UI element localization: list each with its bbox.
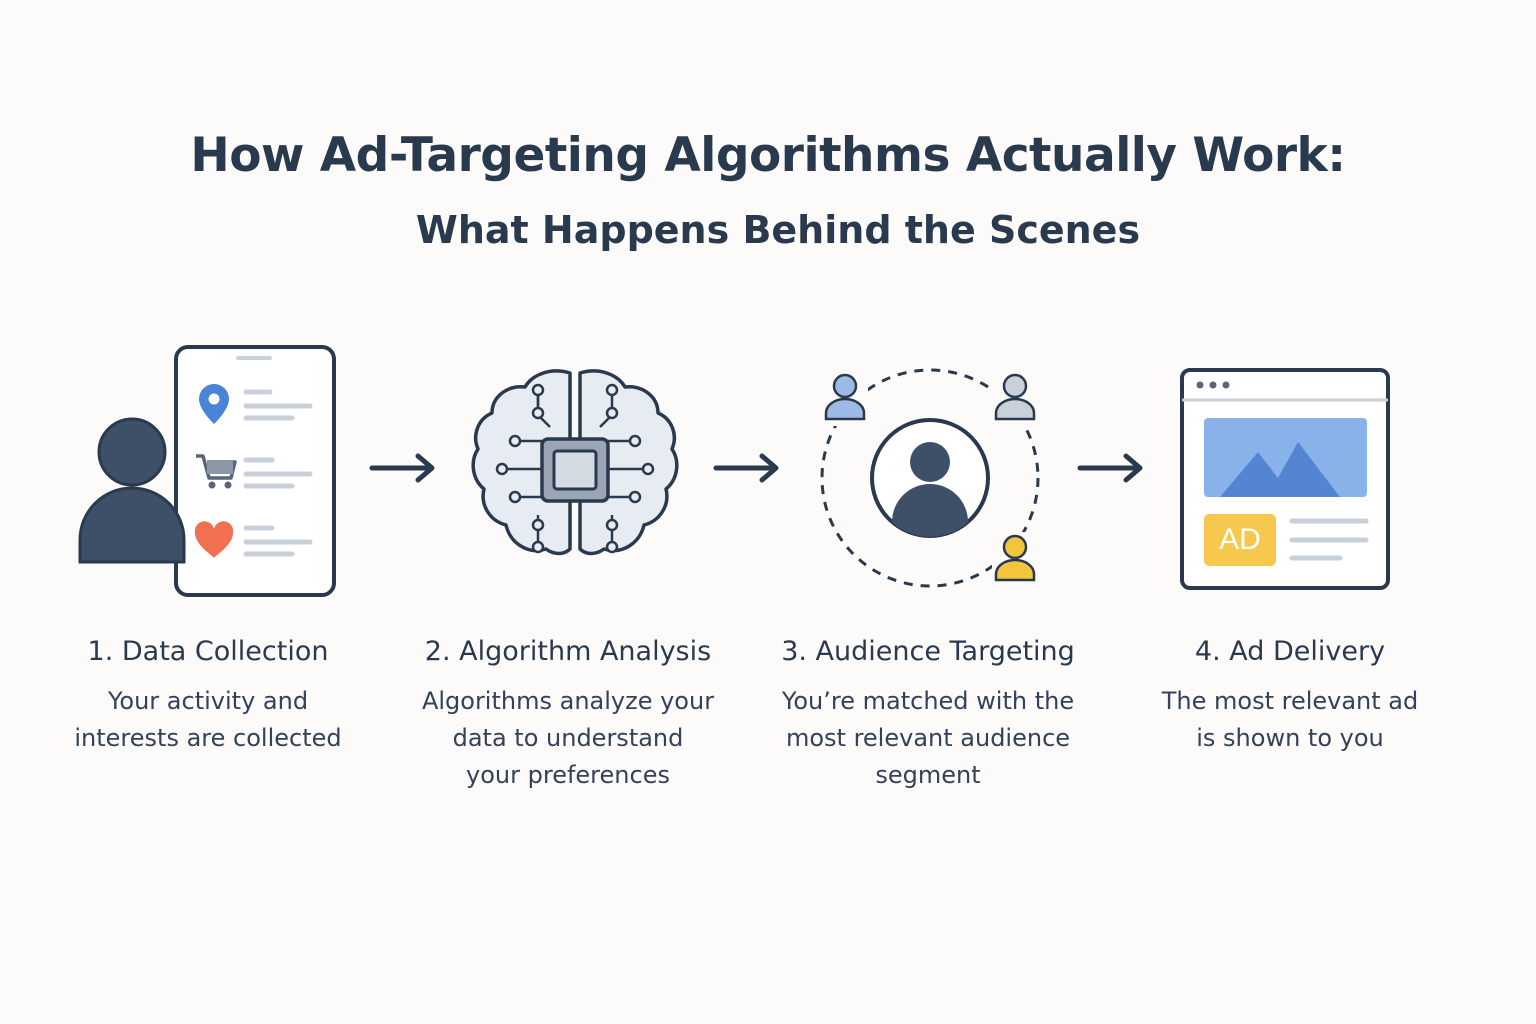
person-with-phone-data-icon bbox=[78, 345, 336, 597]
step-2-title: 2. Algorithm Analysis bbox=[424, 636, 712, 667]
page-title: How Ad-Targeting Algorithms Actually Wor… bbox=[190, 128, 1346, 183]
arrow-right-icon bbox=[369, 453, 435, 483]
audience-circle-icon bbox=[820, 368, 1040, 588]
step-1-description: Your activity and interests are collecte… bbox=[74, 687, 342, 752]
ad-badge: AD bbox=[1219, 523, 1261, 556]
step-2-description: Algorithms analyze your data to understa… bbox=[421, 687, 715, 789]
ad-image-placeholder bbox=[1204, 418, 1367, 497]
arrow-right-icon bbox=[1077, 453, 1143, 483]
step-4-title: 4. Ad Delivery bbox=[1194, 636, 1386, 667]
step-1-title: 1. Data Collection bbox=[87, 636, 329, 667]
brain-chip-icon bbox=[471, 369, 679, 556]
shopping-cart-icon bbox=[196, 454, 237, 489]
person-silhouette-icon bbox=[78, 417, 186, 564]
page-subtitle: What Happens Behind the Scenes bbox=[415, 208, 1141, 252]
location-pin-icon bbox=[199, 384, 229, 424]
processor-chip-icon bbox=[540, 437, 610, 503]
audience-member-blue-icon bbox=[824, 373, 868, 426]
user-avatar-icon bbox=[892, 442, 968, 537]
arrow-right-icon bbox=[713, 453, 779, 483]
step-3-title: 3. Audience Targeting bbox=[781, 636, 1075, 667]
browser-ad-icon: AD bbox=[1180, 368, 1390, 590]
audience-member-yellow-icon bbox=[992, 532, 1038, 582]
step-3-description: You’re matched with the most relevant au… bbox=[781, 687, 1075, 789]
heart-icon bbox=[194, 521, 234, 558]
step-4-description: The most relevant ad is shown to you bbox=[1161, 687, 1419, 752]
audience-member-grey-icon bbox=[992, 373, 1038, 426]
